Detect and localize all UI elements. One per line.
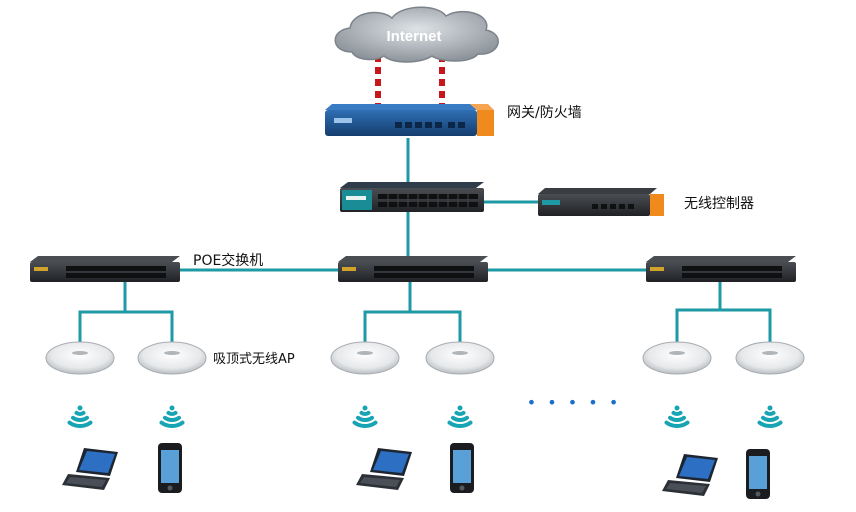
- smartphone-icon: [746, 449, 770, 499]
- smartphone-icon: [450, 443, 474, 493]
- laptop-icon: [62, 448, 118, 490]
- poe-switch-right: [646, 256, 796, 282]
- more-devices-ellipsis: • • • • •: [527, 393, 622, 412]
- poe-switch-left: [30, 256, 180, 282]
- smartphone-icon: [158, 443, 182, 493]
- wifi-icon: [447, 405, 473, 428]
- laptop-icon: [662, 454, 718, 496]
- wireless-controller-device: [538, 188, 664, 216]
- wan-links: [375, 55, 445, 105]
- wifi-icon: [664, 405, 690, 428]
- ceiling-ap-5: [642, 341, 712, 375]
- laptop-icon: [356, 448, 412, 490]
- internet-label: Internet: [386, 28, 441, 45]
- wifi-signals: [67, 405, 783, 428]
- wifi-icon: [67, 405, 93, 428]
- ceiling-ap-4: [425, 341, 495, 375]
- gateway-firewall-device: [325, 104, 494, 136]
- ceiling-ap-3: [330, 341, 400, 375]
- wifi-icon: [757, 405, 783, 428]
- gateway-firewall-label: 网关/防火墙: [507, 105, 582, 121]
- wireless-controller-label: 无线控制器: [684, 196, 754, 212]
- poe-switch-label: POE交换机: [193, 253, 264, 269]
- ceiling-ap-2: [137, 341, 207, 375]
- internet-cloud-icon: Internet: [334, 6, 499, 63]
- wifi-icon: [159, 405, 185, 428]
- ceiling-ap-1: [45, 341, 115, 375]
- lan-links: [78, 138, 772, 342]
- core-switch-device: [340, 182, 484, 212]
- poe-switch-center: [338, 256, 488, 282]
- ceiling-ap-label: 吸顶式无线AP: [213, 352, 295, 367]
- ceiling-ap-6: [735, 341, 805, 375]
- wifi-icon: [352, 405, 378, 428]
